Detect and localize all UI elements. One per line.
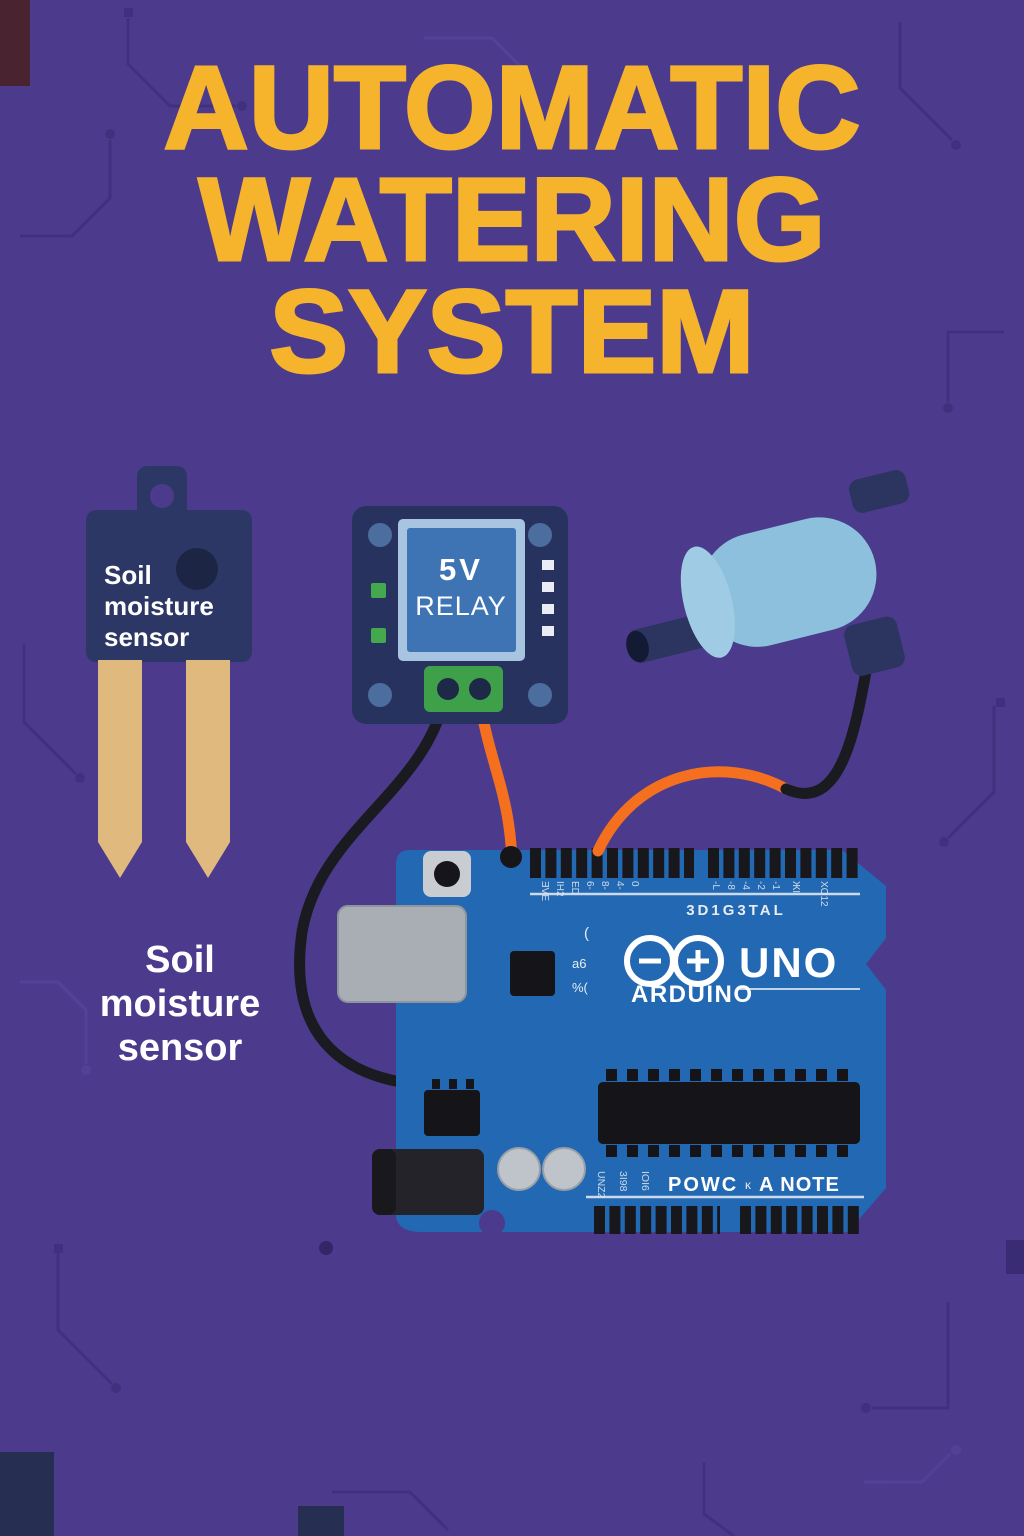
sensor-caption: Soil moisture sensor [52,938,308,1070]
pin-label: IOI6 [639,1171,651,1191]
sensor-prong-left [98,660,142,878]
pin-label: UNZ2 [595,1171,607,1199]
arduino-brand-label: ARDUINO [631,981,754,1008]
pin-label: 8- [599,881,610,890]
pump-nozzle-opening [626,630,649,663]
pump-wires [592,654,874,857]
arduino-infinity-logo [624,935,724,987]
pin-label: -4 [740,881,751,890]
silkscreen-marks: ( a6 %( [572,925,589,995]
corner-accent-top-left [0,0,30,86]
pump-face [680,546,735,658]
pin-label: XO12 [818,881,829,907]
sensor-body-label: moisture [104,591,214,621]
power-jack [372,1149,484,1215]
sensor-caption-line: Soil [145,939,215,981]
sensor-prong-right [186,660,230,878]
soil-moisture-sensor: Soil moisture sensor [86,466,252,878]
relay-pad [542,604,554,614]
relay-terminal-hole [469,678,491,700]
analog-prefix: ĸ [745,1178,752,1192]
sensor-component-dot [176,548,218,590]
relay-label: 5V [439,552,483,587]
analog-section-label: A NOTE [759,1174,840,1196]
relay-pad [542,626,554,636]
wire-black-pump [780,654,874,799]
relay-mount-hole [528,683,552,707]
pump-wire-nub [844,616,905,676]
relay-module: 5V RELAY [352,506,568,724]
sensor-body [86,510,252,662]
pump-body [700,517,877,647]
corner-accent-bottom [298,1506,344,1536]
corner-accent-bottom-left [0,1452,54,1536]
bottom-pin-labels: UNZ2 3I98 IOI6 [595,1171,651,1199]
arduino-board: ƎVE IH2 ED 6- 8- 4- 0 -L -8 -4 -2 -1 ЖI … [337,846,886,1236]
usb-port [337,905,467,1003]
relay-mount-hole [368,683,392,707]
sensor-body-label: sensor [104,622,189,652]
pin-label: ЖI [790,881,801,893]
relay-pad [542,560,554,570]
pin-label: ƎVE [539,881,550,901]
relay-terminal-block [424,666,503,712]
pin-label: -1 [770,881,781,890]
sensor-caption-line: moisture [99,983,261,1025]
wire-orange-pump [592,766,794,857]
relay-pad [542,582,554,592]
title-line-3: SYSTEM [268,266,756,398]
relay-mount-hole [528,523,552,547]
silkscreen-mark: a6 [572,956,586,971]
pin-label: -8 [725,881,736,890]
relay-led [371,583,386,598]
title-line-1: AUTOMATIC [162,42,862,174]
board-hole-top [500,846,522,868]
accent-dot [319,1241,333,1255]
wire-black-relay [294,684,452,1091]
logo-plus [687,950,709,972]
sensor-caption-line: sensor [117,1027,243,1069]
pin-label: IH2 [554,881,565,897]
relay-box [407,528,516,652]
capacitor [542,1147,586,1191]
uno-label: UNO [739,939,838,986]
top-pin-labels: ƎVE IH2 ED 6- 8- 4- 0 -L -8 -4 -2 -1 ЖI … [539,881,829,907]
power-jack-face [372,1149,396,1215]
reset-button-cap [434,861,460,887]
pin-label: 0 [629,881,640,887]
voltage-regulator [424,1090,480,1136]
silkscreen-mark: %( [572,980,589,995]
water-pump [626,470,910,676]
pin-label: 4- [614,881,625,890]
relay-terminal-hole [437,678,459,700]
pin-label: ED [569,881,580,895]
pin-label: -L [710,881,721,890]
pin-label: -2 [755,881,766,890]
pin-label: 6- [584,881,595,890]
title-line-2: WATERING [197,154,827,286]
relay-label: RELAY [415,591,507,621]
relay-led [371,628,386,643]
board-hole-bottom [479,1210,505,1236]
sensor-body-label: Soil [104,560,152,590]
circuit-trace-pattern [20,8,1005,1536]
dip-chip [598,1082,860,1144]
poster-title: AUTOMATIC WATERING SYSTEM [0,42,1024,398]
logo-circle-right [672,935,724,987]
silkscreen-mark: ( [584,925,589,942]
corner-accent-right [1006,1240,1024,1274]
digital-label: 3D1G3TAL [686,902,786,919]
power-section-label: POWC [668,1174,738,1196]
pin-label: 3I98 [617,1171,629,1192]
capacitor [497,1147,541,1191]
relay-mount-hole [368,523,392,547]
small-ic-chip [510,951,555,996]
pump-outlet-stub [849,470,910,513]
sensor-mount-hole [150,484,174,508]
